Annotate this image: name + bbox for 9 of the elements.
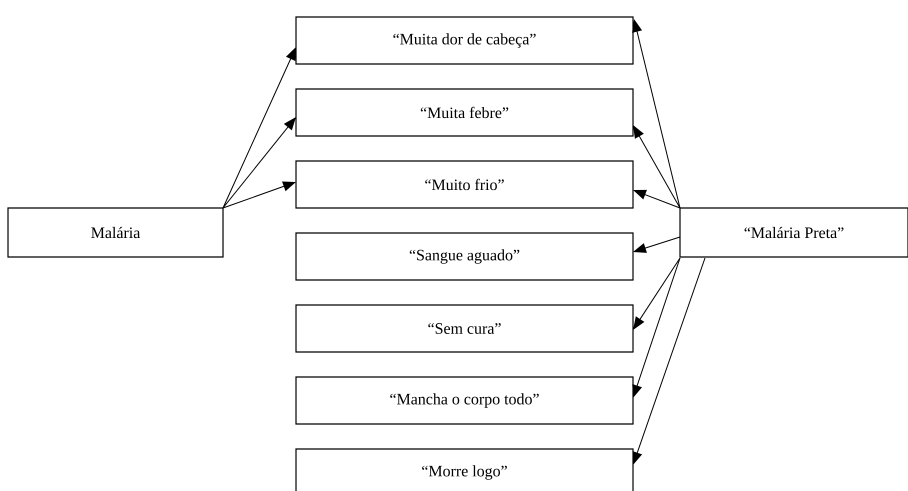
label-box: “Muita dor de cabeça” [295,16,634,65]
label-box: “Sem cura” [295,304,634,353]
label-box: “Mancha o corpo todo” [295,376,634,425]
label-box: “Malária Preta” [679,207,908,258]
label-box: “Sangue aguado” [295,232,634,281]
label-box: “Muito frio” [295,160,634,209]
label-box: “Morre logo” [295,448,634,491]
label-box: “Muita febre” [295,88,634,137]
label-box: Malária [7,207,224,258]
